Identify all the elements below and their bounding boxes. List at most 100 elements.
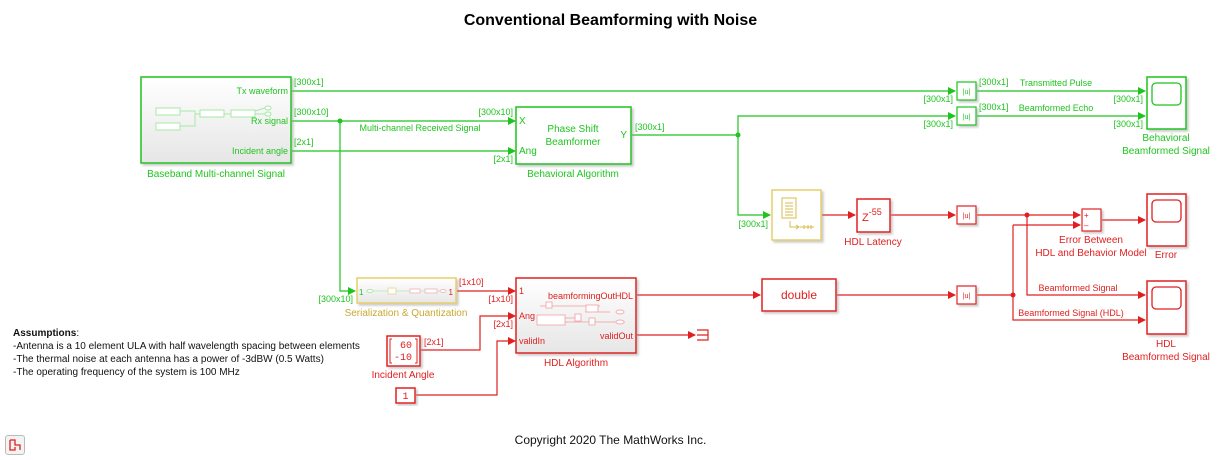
model-browser-toggle-button[interactable] [5,435,25,455]
scope-icon [1151,82,1182,106]
incident-angle-constant-block[interactable]: 60 -10 [386,335,421,367]
dim-rx: [300x10] [294,107,329,117]
abs-icon: |u| [963,293,971,300]
wire-rx-to-serialization[interactable] [339,121,356,295]
serialization-quantization-block[interactable]: 1 1 [356,277,457,304]
hdl-port-beamformingouthdl: beamformingOutHDL [548,291,633,301]
serialization-label: Serialization & Quantization [345,308,468,319]
constant-one-block[interactable]: 1 [395,387,416,404]
assumption-line: -Antenna is a 10 element ULA with half w… [13,341,360,352]
wire-beamformer-out[interactable] [632,112,956,136]
behavioral-wires [292,87,1146,295]
port-y: Y [620,130,627,141]
wire-beamformer-to-buffer[interactable] [737,135,771,219]
diagram-title: Conventional Beamforming with Noise [463,12,758,29]
hdl-scope-label-2: Beamformed Signal [1122,352,1210,363]
incident-angle-label: Incident Angle [372,370,435,381]
abs-icon: |u| [963,213,971,220]
dim-ia-out: [2x1] [424,337,444,347]
minus-sign: – [1084,221,1089,230]
branch-point [337,118,343,124]
hdl-port-ang: Ang [519,311,535,321]
assumption-line: -The thermal noise at each antenna has a… [13,354,324,365]
ser-out-port: 1 [449,288,454,297]
subsystem-thumbnail [155,105,272,131]
branch-point [1010,292,1016,298]
hdl-latency-block[interactable]: Z-55 [856,198,891,233]
dim-beh-x: [300x10] [478,107,513,117]
copyright-text: Copyright 2020 The MathWorks Inc. [514,433,707,447]
hdl-algorithm-block[interactable]: 1 Ang validIn beamformingOutHDL validOut [515,277,637,354]
port-tx-waveform: Tx waveform [236,86,288,96]
wire-ia-to-ang[interactable] [421,312,516,351]
subsystem-thumbnail [536,301,625,326]
matrix-brackets [389,338,418,364]
block-text-line1: Phase Shift [547,124,598,135]
behavioral-scope-label-2: Beamformed Signal [1122,146,1210,157]
dim-abs1-in: [300x1] [923,94,953,104]
abs-icon: |u| [963,89,971,96]
dim-buffer-in: [300x1] [738,219,768,229]
dim-hdl-ang: [2x1] [493,319,513,329]
terminator-block[interactable] [697,329,709,341]
behavioral-scope-label-1: Behavioral [1142,133,1189,144]
sum-label-2: HDL and Behavior Model [1035,248,1146,259]
signal-name-rx: Multi-channel Received Signal [359,123,480,133]
latency-z: Z-55 [862,207,882,224]
assumption-line: -The operating frequency of the system i… [13,367,240,378]
dim-abs2-in: [300x1] [923,119,953,129]
buffer-icon [781,197,814,230]
buffer-block[interactable] [771,189,822,241]
signal-name-beamformed-signal-hdl: Beamformed Signal (HDL) [1018,308,1124,318]
port-x: X [519,116,526,127]
angle-value-2: -10 [394,353,412,364]
dim-abs2-out: [300x1] [979,102,1009,112]
sum-label-1: Error Between [1059,235,1123,246]
sum-block[interactable]: + – [1081,208,1102,232]
data-type-conversion-block[interactable]: double [761,278,837,312]
error-scope-block[interactable] [1146,193,1187,247]
scope-icon [1151,286,1182,310]
dim-beh-y: [300x1] [635,122,665,132]
baseband-multichannel-signal-block[interactable]: Tx waveform Rx signal Incident angle [140,76,292,164]
plus-sign: + [1084,211,1089,220]
hdl-port-validin: validIn [519,336,545,346]
abs-block-3[interactable]: |u| [956,205,977,225]
wire-const-to-validin[interactable] [416,337,516,396]
dim-scope-in1: [300x1] [1113,94,1143,104]
ser-in-port: 1 [359,288,364,297]
branch-point [1024,212,1030,218]
hdl-port-1: 1 [519,286,524,296]
port-rx-signal: Rx signal [251,116,288,126]
block-text-line2: Beamformer [545,137,601,148]
dim-ser-out: [1x10] [459,277,484,287]
hdl-wires [416,211,1146,396]
port-ang: Ang [519,146,537,157]
assumptions-heading: Assumptions [13,328,77,339]
signal-name-transmitted-pulse: Transmitted Pulse [1020,78,1092,88]
double-label: double [781,288,817,302]
dim-hdl-in1: [1x10] [488,294,513,304]
signal-name-beamformed-signal: Beamformed Signal [1038,283,1117,293]
hdl-latency-label: HDL Latency [844,237,901,248]
port-incident-angle: Incident angle [232,146,288,156]
subsystem-thumbnail [366,287,447,295]
behavioral-scope-block[interactable] [1146,76,1187,130]
abs-block-2[interactable]: |u| [956,106,977,126]
step-icon [9,439,21,451]
wire-beamformed-signal[interactable] [1026,215,1146,299]
abs-icon: |u| [963,114,971,121]
abs-block-4[interactable]: |u| [956,285,977,305]
wire-beamformed-signal-hdl[interactable] [1012,225,1146,324]
behavioral-block-label: Behavioral Algorithm [527,169,619,180]
source-block-label: Baseband Multi-channel Signal [147,169,285,180]
signal-name-beamformed-echo: Beamformed Echo [1019,103,1094,113]
behavioral-algorithm-block[interactable]: Phase Shift Beamformer X Ang Y [515,106,632,165]
error-scope-label: Error [1155,250,1178,261]
scope-icon [1151,199,1182,223]
hdl-port-validout: validOut [600,331,634,341]
dim-scope-in2: [300x1] [1113,119,1143,129]
hdl-scope-block[interactable] [1146,280,1187,335]
abs-block-1[interactable]: |u| [956,81,977,101]
